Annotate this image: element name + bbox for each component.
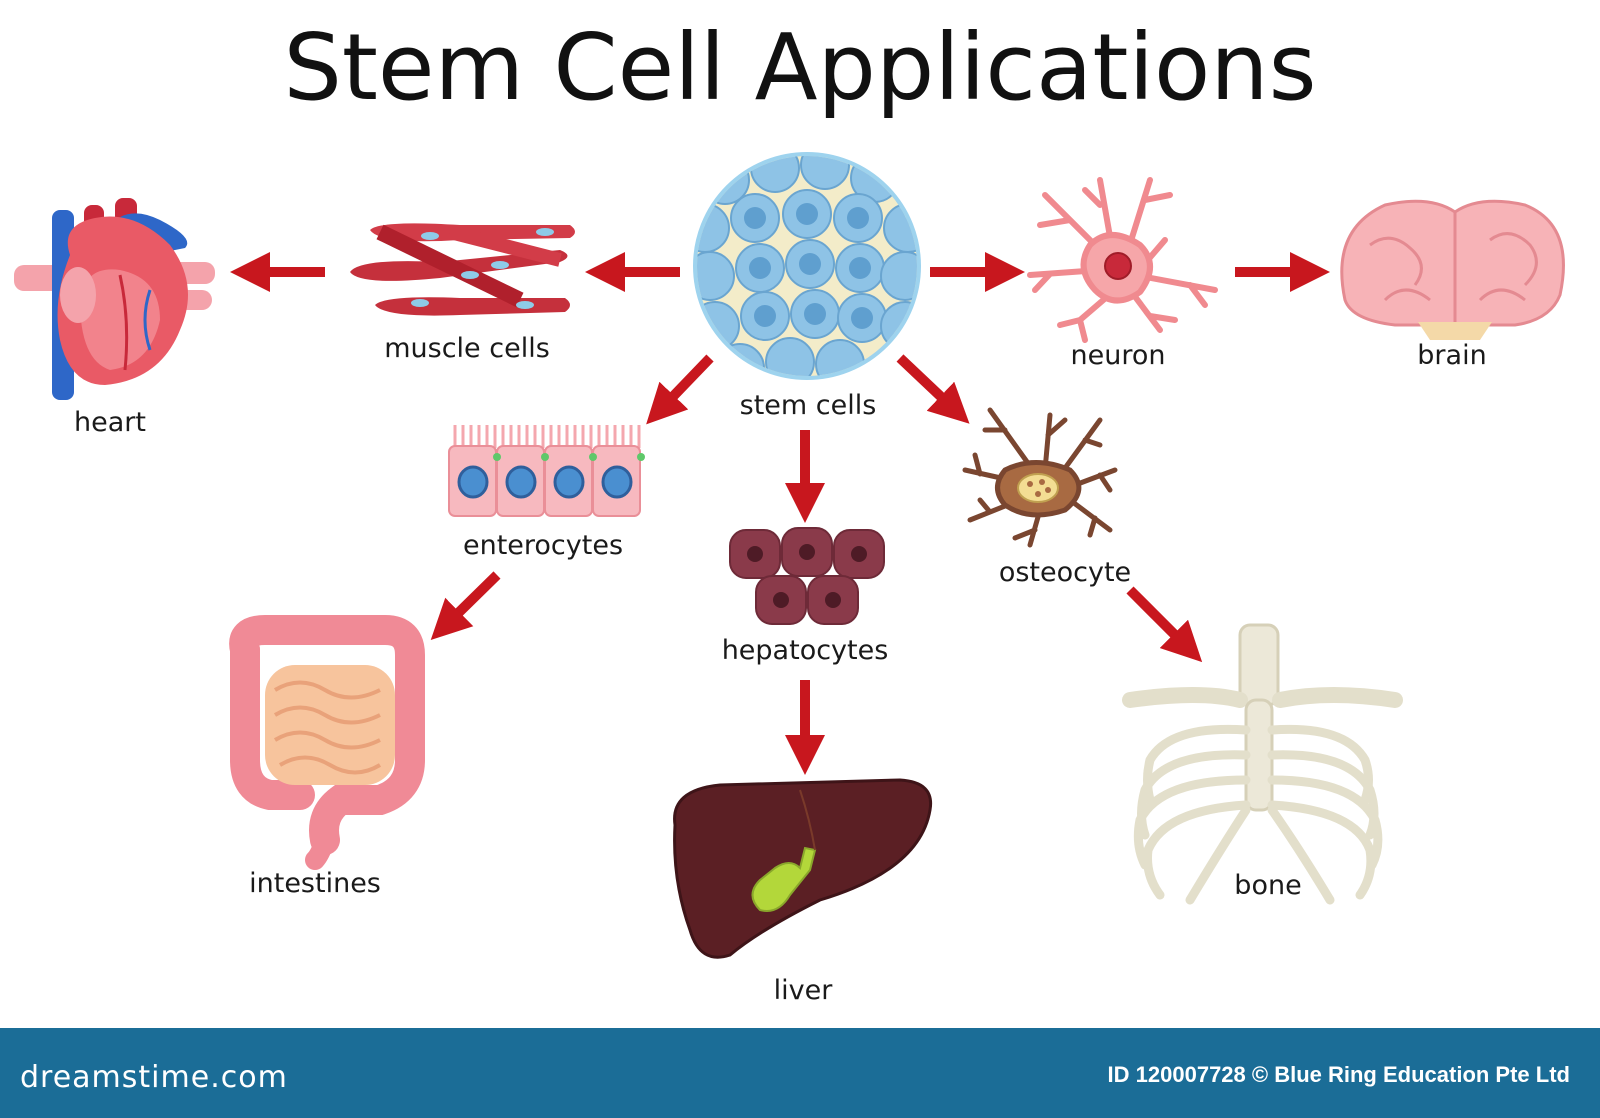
label-brain: brain [1417, 340, 1487, 371]
liver-illustration [673, 778, 933, 959]
label-stem-cells: stem cells [739, 390, 877, 421]
enterocytes-illustration [448, 425, 645, 517]
footer-bar: dreamstime.com ID 120007728 © Blue Ring … [0, 1028, 1600, 1118]
bone-illustration [1122, 623, 1403, 905]
label-intestines: intestines [249, 868, 381, 899]
hepatocytes-illustration [729, 527, 885, 625]
footer-logo: dreamstime.com [20, 1060, 288, 1095]
label-osteocyte: osteocyte [998, 557, 1132, 588]
label-muscle-cells: muscle cells [384, 333, 550, 364]
arrow-enterocytes-to-intestines [430, 571, 501, 641]
brain-illustration [1340, 199, 1565, 340]
footer-credit: ID 120007728 © Blue Ring Education Pte L… [1107, 1062, 1570, 1087]
label-hepatocytes: hepatocytes [721, 635, 889, 666]
label-bone: bone [1234, 870, 1302, 901]
stem-cells-illustration [693, 152, 921, 380]
heart-illustration [14, 198, 215, 400]
arrow-stem-to-enterocytes [646, 354, 714, 425]
arrows [230, 252, 1330, 775]
arrow-osteocyte-to-bone [1126, 586, 1203, 663]
label-enterocytes: enterocytes [462, 530, 624, 561]
osteocyte-illustration [962, 407, 1118, 548]
neuron-illustration [1027, 177, 1218, 343]
muscle-cells-illustration [350, 223, 575, 316]
label-liver: liver [773, 975, 833, 1006]
arrow-stem-to-osteocyte [896, 354, 970, 424]
label-neuron: neuron [1070, 340, 1166, 371]
page-title: Stem Cell Applications [283, 14, 1317, 121]
label-heart: heart [74, 407, 146, 438]
intestines-illustration [229, 615, 425, 870]
